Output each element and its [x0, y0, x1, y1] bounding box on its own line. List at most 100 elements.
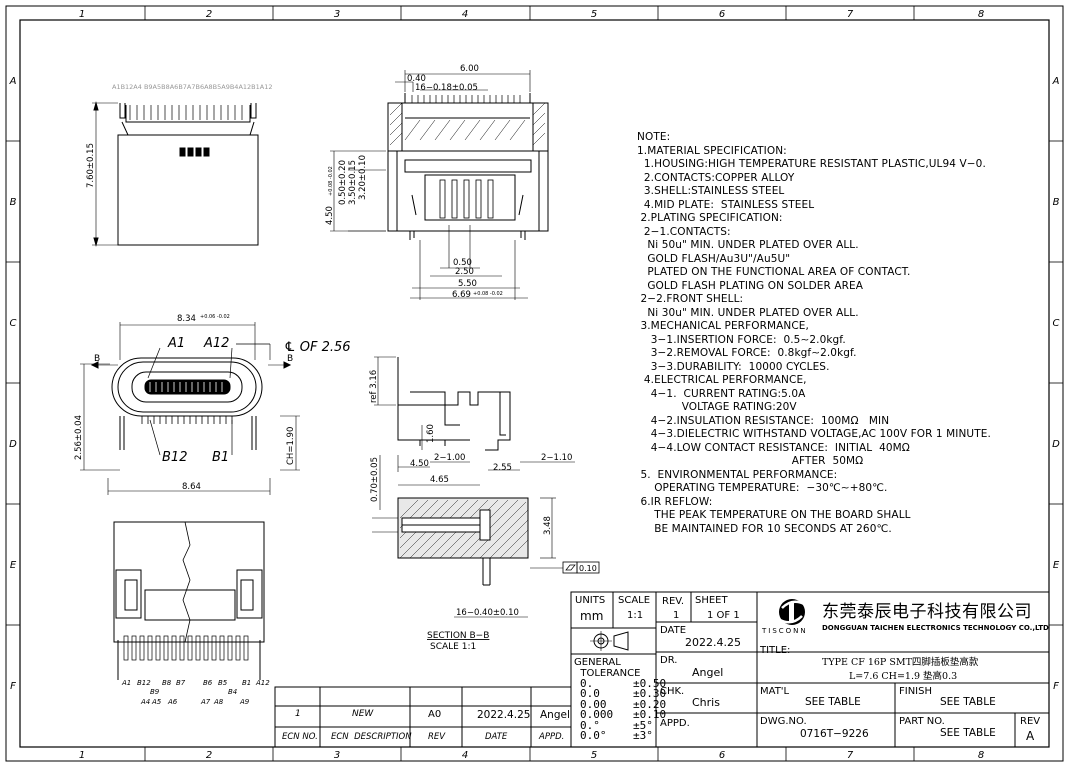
matl-label: MAT'L — [760, 686, 790, 697]
dim-465: 4.65 — [430, 475, 449, 485]
label-centerline: ℄ OF 2.56 — [284, 340, 351, 355]
dwg-value: 0716T−9226 — [800, 728, 869, 740]
row-label: A — [9, 76, 17, 87]
note-line: 4−4.LOW CONTACT RESISTANCE: INITIAL 40MΩ — [637, 441, 910, 454]
dwg-label: DWG.NO. — [760, 716, 807, 727]
col-label: 6 — [719, 9, 725, 20]
rev-header-appd: APPD. — [539, 732, 565, 742]
sheet-value: 1 OF 1 — [707, 610, 740, 621]
note-line: 4−1. CURRENT RATING:5.0A — [637, 387, 806, 400]
title-label: TITLE: — [760, 645, 791, 656]
finish-value: SEE TABLE — [940, 696, 996, 708]
col-label: 3 — [334, 9, 340, 20]
footprint-pin: B12 — [137, 679, 151, 687]
section-mark-b-right: B — [287, 354, 293, 364]
rev2-label: REV — [1020, 716, 1041, 727]
rev-value: 1 — [673, 610, 680, 621]
label-b12: B12 — [162, 450, 187, 465]
dim-550: 5.50 — [458, 279, 477, 289]
note-line: GOLD FLASH PLATING ON SOLDER AREA — [637, 279, 864, 292]
date-value: 2022.4.25 — [685, 636, 741, 649]
footprint-pin: A6 — [167, 698, 178, 706]
col-label: 2 — [206, 750, 212, 761]
label-a1: A1 — [167, 336, 185, 351]
dim-320: 3.20±0.10 — [358, 155, 368, 200]
rev2-value: A — [1026, 729, 1035, 743]
col-label: 3 — [334, 750, 340, 761]
chk-value: Chris — [692, 696, 720, 709]
note-line: 4−2.INSULATION RESISTANCE: 100MΩ MIN — [637, 414, 890, 427]
dim-2-100: 2−1.00 — [434, 453, 465, 463]
row-label: F — [1053, 681, 1059, 692]
rev-label: REV. — [662, 596, 684, 607]
dim-256: 2.56±0.04 — [74, 415, 84, 460]
dr-value: Angel — [692, 666, 724, 679]
rev-header-date: DATE — [485, 732, 508, 742]
footprint-pin: A5 — [151, 698, 162, 706]
footprint-pin: A12 — [255, 679, 270, 687]
note-line: GOLD FLASH/Au3U"/Au5U" — [637, 252, 791, 265]
dim-834: 8.34 — [177, 314, 196, 324]
appd-label: APPD. — [660, 718, 690, 729]
col-label: 6 — [719, 750, 725, 761]
dim-050-020: 0.50±0.20 — [338, 160, 348, 205]
note-line: THE PEAK TEMPERATURE ON THE BOARD SHALL — [637, 509, 911, 521]
note-line: 1.MATERIAL SPECIFICATION: — [637, 144, 787, 157]
dr-label: DR. — [660, 655, 678, 666]
note-line: PLATED ON THE FUNCTIONAL AREA OF CONTACT… — [637, 266, 911, 278]
row-label: C — [1053, 318, 1060, 329]
row-label: B — [10, 197, 17, 208]
dim-040: 0.40 — [407, 74, 426, 84]
note-line: VOLTAGE RATING:20V — [637, 401, 797, 413]
note-line: NOTE: — [637, 131, 671, 143]
dim-669-tol: +0.08 -0.02 — [473, 291, 503, 297]
zone-ticks — [6, 6, 1063, 761]
dim-070: 0.70±0.05 — [370, 457, 380, 502]
label-b1: B1 — [212, 450, 229, 465]
section-scale: SCALE 1:1 — [430, 642, 476, 652]
col-label: 7 — [847, 9, 854, 20]
dim-2-110: 2−1.10 — [541, 453, 572, 463]
row-label: F — [10, 681, 16, 692]
dim-450: 4.50 — [325, 206, 335, 225]
zone-labels: 1 2 3 4 5 6 7 8 1 2 3 4 5 6 7 8 A B C D … — [9, 9, 1061, 761]
title-block-lines — [274, 591, 1050, 748]
scale-label: SCALE — [618, 595, 651, 606]
title-line2: L=7.6 CH=1.9 垫高0.3 — [849, 671, 958, 682]
rev-row-ecn: 1 — [295, 709, 301, 719]
top-view: 8.34 +0.06 -0.02 B B A1 — [74, 314, 351, 495]
units-value: mm — [580, 609, 604, 623]
flatness-value: 0.10 — [579, 564, 597, 573]
row-label: C — [10, 318, 17, 329]
rev-header-rev: REV — [428, 732, 446, 742]
part-label: PART NO. — [899, 716, 945, 727]
note-line: 3−1.INSERTION FORCE: 0.5∼2.0kgf. — [637, 333, 846, 346]
row-label: E — [10, 560, 17, 571]
col-label: 2 — [206, 9, 212, 20]
note-line: 4.MID PLATE: STAINLESS STEEL — [637, 198, 815, 211]
tolerance-label: GENERAL TOLERANCE — [574, 657, 641, 679]
note-line: 4.ELECTRICAL PERFORMANCE, — [637, 374, 807, 386]
dim-250: 2.50 — [455, 267, 474, 277]
col-label: 4 — [462, 9, 468, 20]
note-line: 4−3.DIELECTRIC WITHSTAND VOLTAGE,AC 100V… — [637, 428, 991, 440]
col-label: 7 — [847, 750, 854, 761]
footprint-pin: B7 — [176, 679, 186, 687]
outer-border — [5, 5, 1064, 762]
note-line: 3−2.REMOVAL FORCE: 0.8kgf∼2.0kgf. — [637, 347, 857, 359]
units-label: UNITS — [575, 595, 606, 606]
footprint-pin: B1 — [242, 679, 251, 687]
row-label: E — [1053, 560, 1060, 571]
note-line: 2−1.CONTACTS: — [637, 225, 731, 238]
footprint-pin: A1 — [121, 679, 131, 687]
dim-050: 0.50 — [453, 258, 472, 268]
footprint-pin: B5 — [218, 679, 228, 687]
dim-pitch-040: 16−0.40±0.10 — [456, 608, 519, 618]
col-label: 5 — [591, 9, 597, 20]
projection-symbol — [590, 631, 629, 651]
tolerance-values: 0. ±0.50 0.0 ±0.30 0.00 ±0.20 0.000 ±0.1… — [580, 677, 667, 743]
note-line: Ni 50u" MIN. UNDER PLATED OVER ALL. — [637, 239, 859, 251]
notes-block: NOTE: 1.MATERIAL SPECIFICATION: 1.HOUSIN… — [637, 131, 991, 536]
col-label: 8 — [978, 750, 984, 761]
